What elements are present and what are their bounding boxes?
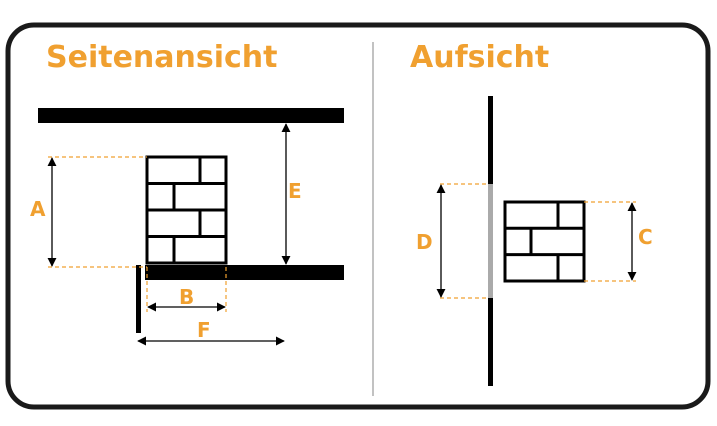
dimension-a-label: A [30, 197, 46, 221]
top-view-title: Aufsicht [410, 40, 549, 75]
dimension-d-label: D [416, 230, 433, 254]
top-view: D C [416, 96, 653, 386]
wall-opening-highlight [488, 184, 493, 298]
brick-block-side [145, 155, 228, 265]
brick-block-top [503, 200, 586, 283]
dimension-b-label: B [179, 285, 194, 309]
outer-frame [5, 22, 711, 410]
dimension-f-label: F [197, 318, 211, 342]
side-view: A E B F [30, 108, 344, 346]
ceiling-slab [38, 108, 344, 123]
dimension-c-label: C [638, 225, 653, 249]
side-view-title: Seitenansicht [46, 40, 278, 75]
floor-slab [145, 265, 344, 280]
dimension-e-label: E [288, 179, 302, 203]
extension-lines-top [440, 183, 636, 299]
support-post [136, 265, 141, 333]
extension-lines-side [48, 156, 227, 312]
